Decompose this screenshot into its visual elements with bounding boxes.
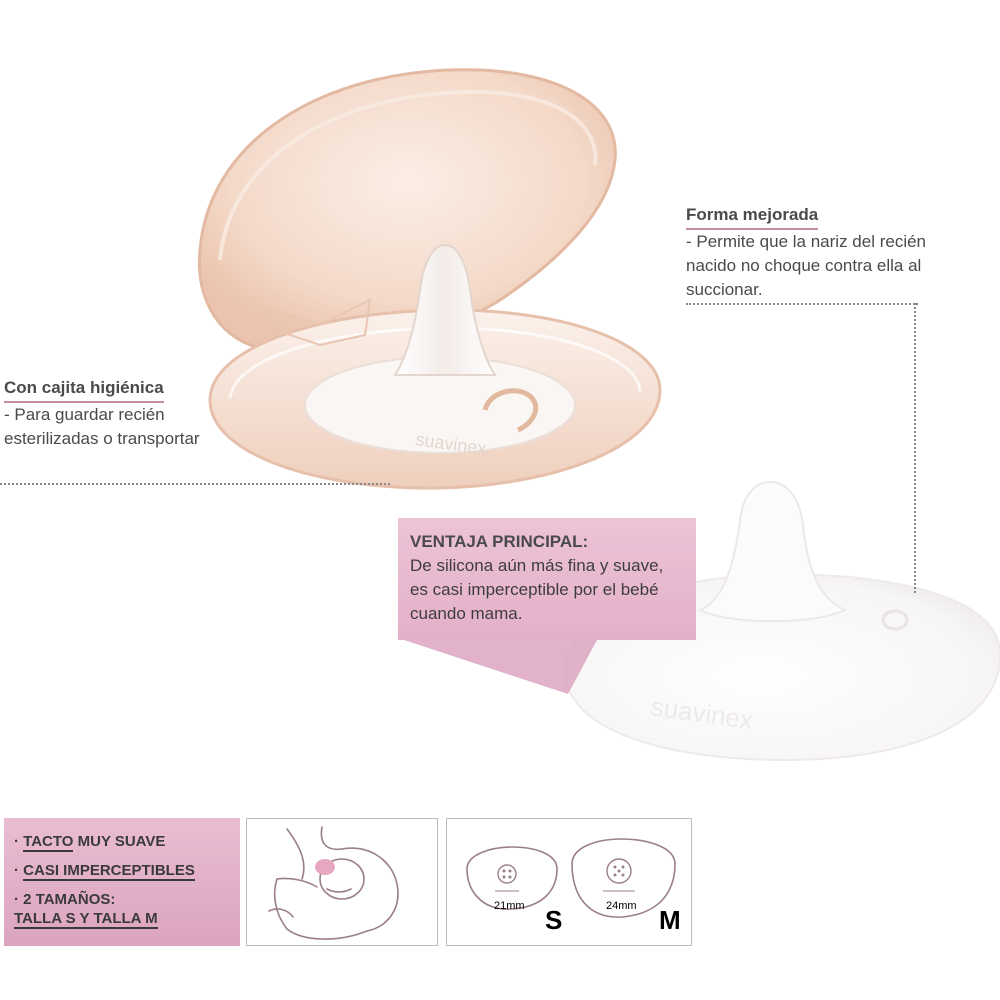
callout-improved-shape: Forma mejorada - Permite que la nariz de… xyxy=(686,205,926,302)
illustration-panel xyxy=(246,818,438,946)
nipple-shield-size-s-icon: 21mm S xyxy=(466,846,562,935)
features-box: · TACTO MUY SUAVE · CASI IMPERCEPTIBLES … xyxy=(4,818,240,946)
advantage-box-pointer xyxy=(398,638,598,694)
callout-right-leader-vertical xyxy=(914,303,916,593)
feature-soft-touch: · TACTO MUY SUAVE xyxy=(14,833,166,852)
advantage-title: VENTAJA PRINCIPAL: xyxy=(410,532,589,551)
feature-two-sizes: · 2 TAMAÑOS: TALLA S Y TALLA M xyxy=(14,891,158,929)
sizes-diagram: 21mm S 24mm M xyxy=(466,838,681,935)
main-advantage-box: VENTAJA PRINCIPAL: De silicona aún más f… xyxy=(398,518,696,640)
callout-left-title: Con cajita higiénica xyxy=(4,378,164,403)
callout-left-text: - Para guardar recién esterilizadas o tr… xyxy=(4,405,200,448)
feature-imperceptible: · CASI IMPERCEPTIBLES xyxy=(14,862,195,881)
size-m-mm: 24mm xyxy=(606,900,637,912)
sizes-panel: 21mm S 24mm M xyxy=(446,818,692,946)
size-s-mm: 21mm xyxy=(494,900,525,912)
callout-left-leader-line xyxy=(0,483,390,485)
hygienic-case-image: suavinex xyxy=(197,68,662,490)
callout-hygienic-case: Con cajita higiénica - Para guardar reci… xyxy=(4,378,244,451)
callout-right-text: - Permite que la nariz del recién nacido… xyxy=(686,232,927,299)
callout-right-leader-line xyxy=(686,303,918,305)
advantage-text: De silicona aún más fina y suave, es cas… xyxy=(410,556,664,623)
size-s-letter: S xyxy=(545,905,562,935)
nipple-shield-size-m-icon: 24mm M xyxy=(571,838,681,935)
callout-right-title: Forma mejorada xyxy=(686,205,819,230)
size-m-letter: M xyxy=(659,905,681,935)
breastfeeding-baby-icon xyxy=(268,826,399,940)
